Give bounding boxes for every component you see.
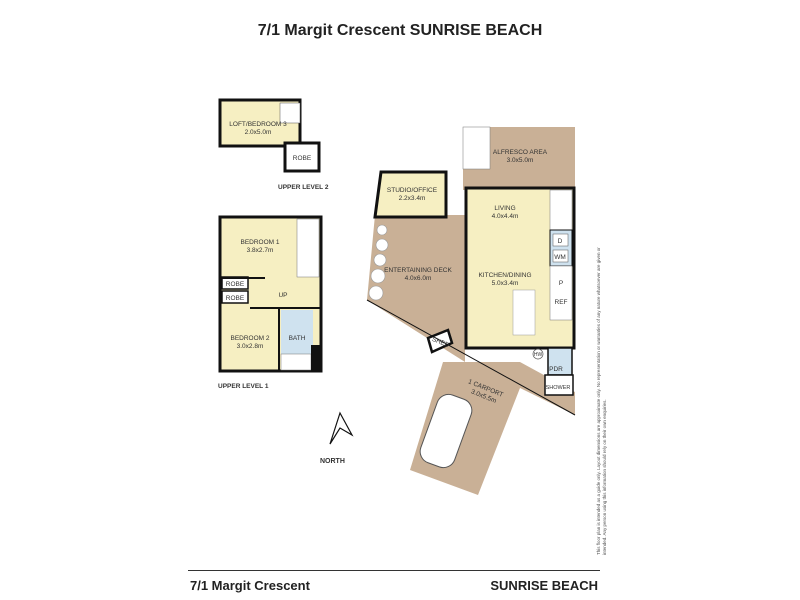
room-size: 2.2x3.4m — [399, 195, 426, 202]
room-label: ROBE — [226, 295, 245, 302]
room-label: STUDIO/OFFICE — [387, 187, 438, 194]
stairs-icon — [296, 218, 320, 278]
footer-address: 7/1 Margit Crescent — [190, 578, 310, 593]
robe-room — [283, 141, 321, 173]
room-size: 3.8x2.7m — [247, 247, 274, 254]
room-label: PDR — [549, 366, 563, 373]
room-label: LIVING — [494, 205, 515, 212]
room-label: P — [559, 280, 563, 287]
studio-office — [373, 170, 448, 219]
room-size: 2.0x5.0m — [245, 129, 272, 136]
room-size: 3.0x5.0m — [507, 157, 534, 164]
north-label: NORTH — [320, 458, 345, 465]
level-label: UPPER LEVEL 2 — [278, 184, 329, 191]
room-label: REF — [555, 299, 568, 306]
room-label: D — [558, 238, 563, 245]
shrubs-icon — [368, 224, 389, 301]
ground-level: ALFRESCO AREA 3.0x5.0m STUDIO/OFFICE 2.2… — [366, 126, 576, 495]
room-label: UP — [278, 292, 287, 299]
upper-level-1: BEDROOM 1 3.8x2.7m ROBE ROBE UP BEDROOM … — [218, 215, 323, 390]
room-label: BEDROOM 1 — [240, 239, 279, 246]
room-label: KITCHEN/DINING — [478, 272, 531, 279]
stairs-icon — [279, 102, 301, 124]
stairs-icon — [549, 189, 573, 231]
bathtub-icon — [280, 353, 312, 371]
room-size: 5.0x3.4m — [492, 280, 519, 287]
north-arrow-icon — [329, 411, 354, 445]
room-label: ROBE — [293, 155, 312, 162]
hot-water-icon — [532, 348, 544, 360]
shed — [426, 328, 454, 354]
page-title: 7/1 Margit Crescent SUNRISE BEACH — [257, 22, 543, 39]
room-label: SHOWER — [546, 385, 571, 391]
room-label: WM — [554, 254, 566, 261]
room-label: BATH — [289, 335, 306, 342]
room-label: ROBE — [226, 281, 245, 288]
footer-suburb: SUNRISE BEACH — [490, 578, 598, 593]
room-size: 4.0x6.0m — [405, 275, 432, 282]
stairs-icon — [462, 126, 491, 170]
level-label: UPPER LEVEL 1 — [218, 383, 269, 390]
room-label: ENTERTAINING DECK — [384, 267, 452, 274]
room-label: BEDROOM 2 — [230, 335, 269, 342]
footer-divider — [188, 570, 600, 571]
car-icon — [419, 393, 473, 469]
room-size: 4.0x4.4m — [492, 213, 519, 220]
room-size: 3.0x2.8m — [237, 343, 264, 350]
entertaining-deck — [367, 215, 465, 362]
room-label: HW — [534, 352, 543, 358]
upper-level-2: LOFT/BEDROOM 3 2.0x5.0m ROBE UPPER LEVEL… — [218, 98, 329, 191]
disclaimer: This floor plan is intended as a guide o… — [596, 247, 607, 555]
room-label: LOFT/BEDROOM 3 — [229, 121, 287, 128]
room-label: ALFRESCO AREA — [493, 149, 548, 156]
kitchen-island — [512, 289, 536, 336]
